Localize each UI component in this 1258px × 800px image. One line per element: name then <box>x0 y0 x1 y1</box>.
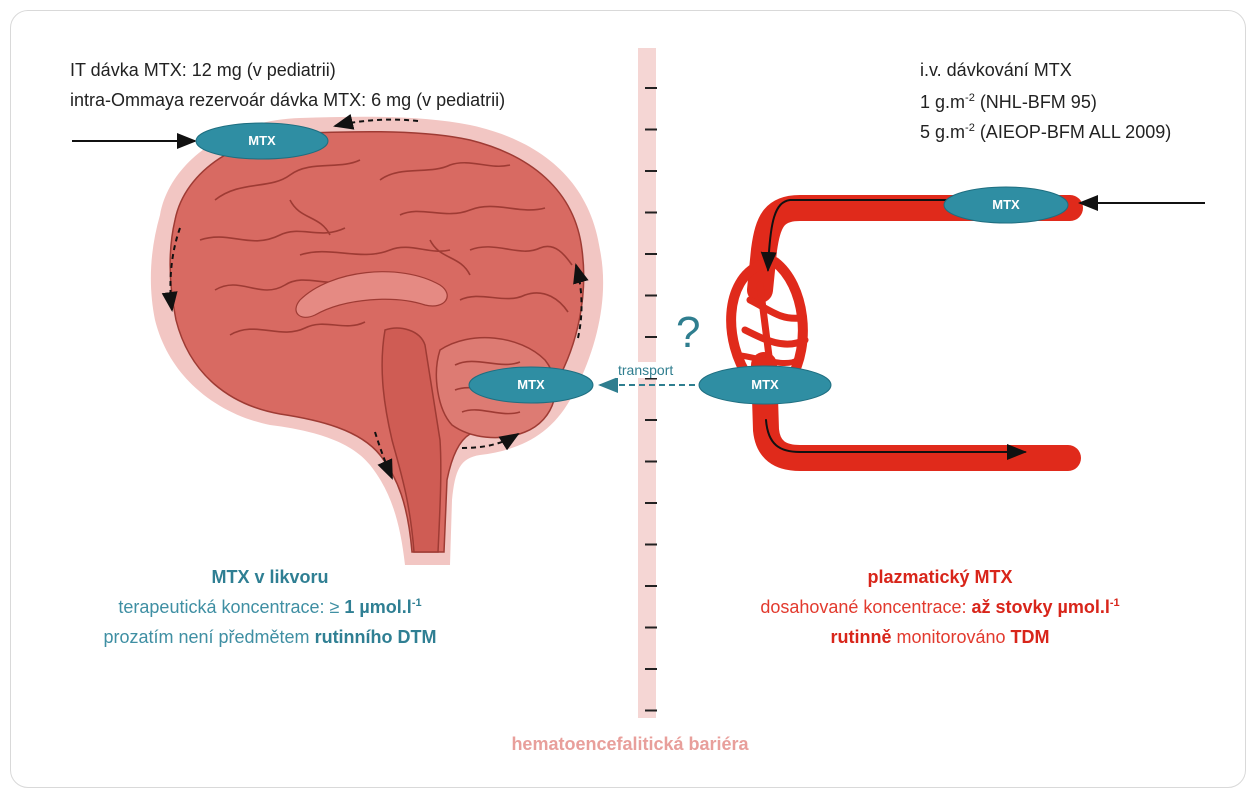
flow-arrow-stem <box>374 431 393 480</box>
mtx-pill-vessel-top <box>943 186 1069 224</box>
mtx-label-brain-top: MTX <box>248 133 276 148</box>
plasma-title: plazmatický MTX <box>867 567 1013 587</box>
csf-concentration: terapeutická koncentrace: ≥ 1 µmol.l-1 <box>118 597 422 617</box>
flow-arrow-bottom <box>461 432 520 451</box>
flow-arrow-top <box>333 114 419 130</box>
mtx-pill-brain-side <box>468 366 594 404</box>
mtx-pill-brain-top <box>195 122 329 160</box>
mtx-label-vessel-top: MTX <box>992 197 1020 212</box>
brain-illustration <box>150 114 604 566</box>
iv-dose-title: i.v. dávkování MTX <box>920 60 1072 80</box>
iv-dose-aieop: 5 g.m-2 (AIEOP-BFM ALL 2009) <box>920 122 1172 142</box>
vessel-left-branch <box>726 260 765 385</box>
flow-arrow-left <box>161 227 181 312</box>
csf-title: MTX v likvoru <box>211 567 329 587</box>
question-mark: ? <box>676 308 701 357</box>
plasma-concentration: dosahované koncentrace: až stovky µmol.l… <box>760 597 1120 617</box>
iv-dose-nhl: 1 g.m-2 (NHL-BFM 95) <box>920 92 1097 112</box>
mtx-label-vessel-mid: MTX <box>751 377 779 392</box>
blood-vessel <box>726 195 1083 471</box>
mtx-pill-vessel-mid <box>698 365 832 405</box>
ommaya-dose-line: intra-Ommaya rezervoár dávka MTX: 6 mg (… <box>70 90 506 110</box>
transport-label: transport <box>616 362 676 378</box>
plasma-monitoring: rutinně monitorováno TDM <box>830 627 1050 647</box>
barrier-label: hematoencefalitická bariéra <box>511 734 749 754</box>
brain-body <box>169 130 585 553</box>
csf-monitoring: prozatím není předmětem rutinního DTM <box>103 627 437 647</box>
flow-arrow-right <box>573 263 589 339</box>
barrier <box>638 48 657 718</box>
it-dose-line: IT dávka MTX: 12 mg (v pediatrii) <box>70 60 336 80</box>
brainstem <box>381 327 442 553</box>
mtx-label-brain-side: MTX <box>517 377 545 392</box>
vessel-bottom <box>751 352 1081 471</box>
csf-info-block: MTX v likvoru terapeutická koncentrace: … <box>40 562 500 652</box>
plasma-info-block: plazmatický MTX dosahované koncentrace: … <box>700 562 1180 652</box>
